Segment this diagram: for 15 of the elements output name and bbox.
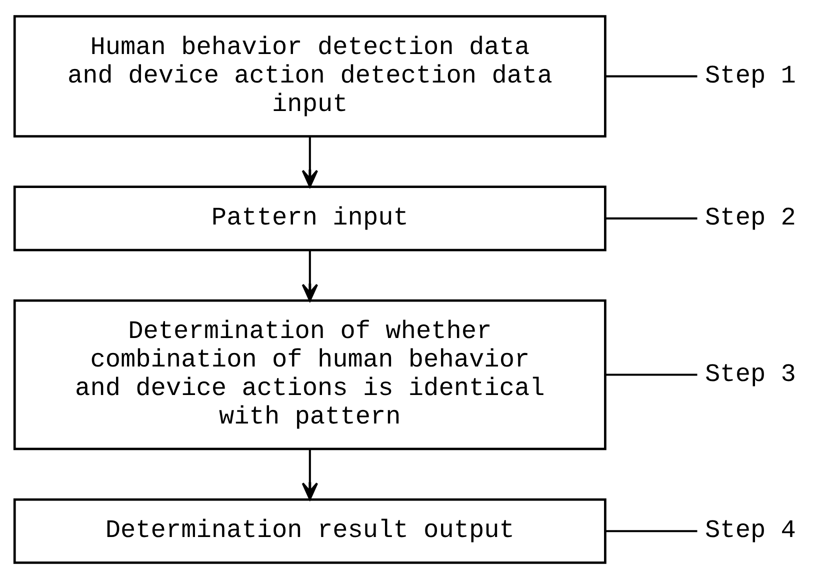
arrow (302, 250, 318, 302)
connector (605, 373, 698, 376)
connector (605, 530, 698, 532)
arrow (302, 136, 318, 187)
node-text: Step 2 (705, 202, 796, 232)
node-text: Step 4 (705, 516, 796, 545)
node-text: Step 3 (705, 359, 796, 388)
node-box: Determination of whether combination of human behavior and device actions is identical with pattern (13, 298, 606, 450)
connector (605, 74, 698, 77)
node-box: Pattern input (13, 185, 606, 251)
connector (605, 216, 698, 219)
node-box: Human behavior detection data and device action detection data input (13, 14, 606, 138)
node-box: Determination result output (13, 498, 606, 564)
node-text: Step 1 (705, 60, 796, 90)
arrow (302, 448, 318, 500)
